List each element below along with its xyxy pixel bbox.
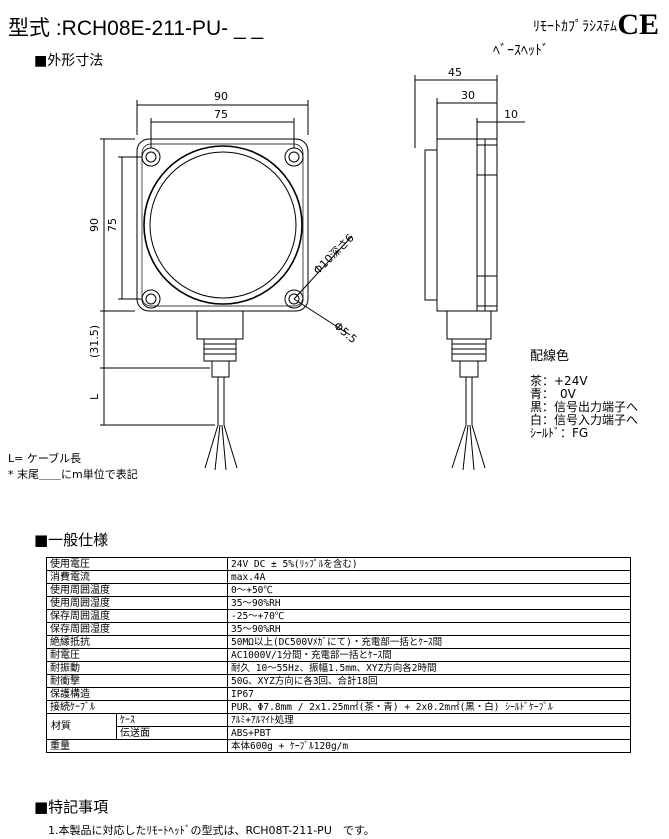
table-row: 重量本体600g + ｹｰﾌﾞﾙ120g/m [46,739,631,753]
dim-75-top: 75 [214,108,228,121]
wire-shield: ｼｰﾙﾄﾞ：FG [530,426,589,440]
dim-L: L [88,393,101,400]
suffix-note: * 末尾＿＿にm単位で表記 [8,468,138,481]
side-body [436,138,498,312]
wiring-title: 配線色 [530,349,570,364]
table-row: 保存周囲温度-25～+70℃ [46,609,631,623]
wire-white: 白：信号入力端子へ [530,413,639,427]
front-body [136,138,309,312]
wire-brown: 茶：+24V [530,374,588,388]
dim-90-top: 90 [214,90,228,103]
dim-90-side: 90 [88,218,101,232]
material-label: 材質 [46,713,117,740]
table-row: 材質 ｹｰｽ ｱﾙﾐ+ｱﾙﾏｲﾄ処理 [46,713,631,740]
dim-45: 45 [448,66,462,79]
hole-diameter-label: Φ5.5 [331,319,359,346]
brand-line1: ﾘﾓｰﾄｶﾌﾟﾗｼｽﾃﾑ [533,19,617,35]
dim-75-side: 75 [106,218,119,232]
sensor-face-outer [143,145,303,305]
dim-10: 10 [504,108,518,121]
dim-31-5: (31.5) [88,325,101,358]
spec-section-title: ■一般仕様 [34,531,109,549]
ce-mark-logo: CE [617,8,659,41]
cable-length-note: L= ケーブル長 [8,452,82,465]
note-line-1: 1.本製品に対応したﾘﾓｰﾄﾍｯﾄﾞの型式は、RCH08T-211-PU です。 [48,824,375,837]
table-row: 耐振動耐久 10～55Hz、振幅1.5mm、XYZ方向各2時間 [46,661,631,675]
dimension-drawing: 90 75 90 75 (31.5) L 45 30 10 Φ10深さ6 Φ5.… [88,66,525,471]
table-row: 伝送面 ABS+PBT [47,726,631,740]
sensor-face-inner [149,151,297,299]
notes-section-title: ■特記事項 [34,798,109,816]
dimension-section-title: ■外形寸法 [34,53,104,69]
hole-depth-label: Φ10深さ6 [311,231,357,277]
wire-black: 黒：信号出力端子へ [530,400,639,414]
model-title: 型式 :RCH08E-211-PU- _ _ [8,17,264,40]
dim-30: 30 [461,89,475,102]
brand-line2: ﾍﾞｰｽﾍｯﾄﾞ [493,43,549,59]
wire-blue: 青： 0V [530,387,576,401]
